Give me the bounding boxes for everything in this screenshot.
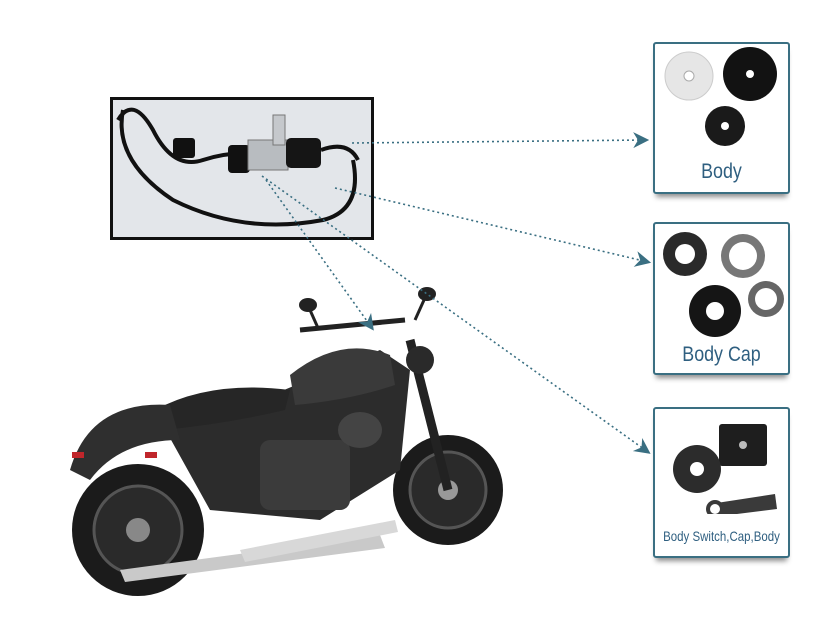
panel-label: Body Switch,Cap,Body <box>663 528 780 544</box>
body-cap-parts-image <box>663 232 784 337</box>
panel-label: Body Cap <box>682 343 761 366</box>
body-part-panel: Body <box>653 42 790 194</box>
arrow-to-body <box>351 132 650 149</box>
ignition-switch-image <box>116 107 360 227</box>
arrow-to-body-cap <box>334 187 652 267</box>
body-parts-image <box>664 47 777 146</box>
panel-label: Body <box>701 160 742 183</box>
switch-parts-image <box>673 424 777 514</box>
body-switch-cap-body-panel: Body Switch,Cap,Body <box>653 407 790 558</box>
ignition-switch-photo <box>110 97 374 240</box>
body-cap-panel: Body Cap <box>653 222 790 375</box>
motorcycle-image <box>70 287 503 596</box>
